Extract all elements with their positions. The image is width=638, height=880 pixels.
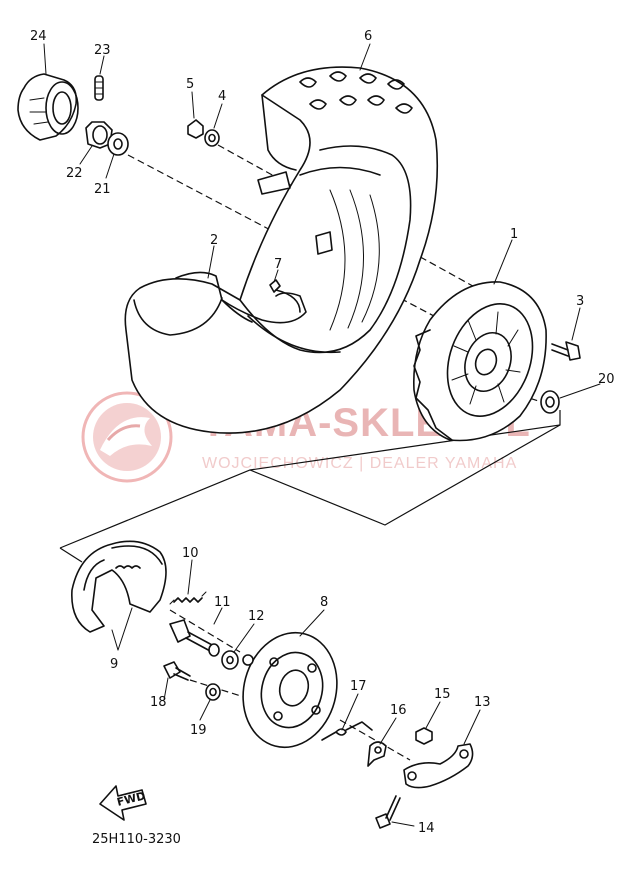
callout-14: 14 (418, 821, 435, 836)
bracket-line-left (59, 547, 83, 563)
callout-20: 20 (598, 372, 615, 387)
brake-spring-part (169, 591, 207, 605)
cam-washer-part (221, 650, 239, 670)
callout-19: 19 (190, 723, 207, 738)
callout-15: 15 (434, 687, 451, 702)
hub-cap-part (17, 73, 79, 141)
callout-7: 7 (274, 257, 282, 272)
washer-part (107, 132, 129, 156)
brake-lever-part (403, 743, 474, 789)
callout-17: 17 (350, 679, 367, 694)
callout-12: 12 (248, 609, 265, 624)
callout-24: 24 (30, 29, 47, 44)
bracket-line-right (249, 424, 561, 526)
panel-washer-part (205, 683, 221, 701)
tire-part (124, 66, 439, 434)
callout-6: 6 (364, 29, 372, 44)
callout-9: 9 (110, 657, 118, 672)
brake-shoe-part (71, 540, 167, 633)
callout-18: 18 (150, 695, 167, 710)
indicator-plate-part (367, 741, 387, 767)
callout-labels: 24 23 22 21 5 4 6 2 7 1 3 20 10 9 11 12 … (30, 29, 615, 836)
callout-21: 21 (94, 182, 111, 197)
callout-2: 2 (210, 233, 218, 248)
cotter-pin-part (94, 75, 104, 101)
lever-bolt-part (375, 795, 401, 829)
hub-bolt-part (551, 341, 581, 361)
callout-22: 22 (66, 166, 83, 181)
callout-5: 5 (186, 77, 194, 92)
bracket-line-top (59, 410, 561, 549)
callout-11: 11 (214, 595, 231, 610)
panel-bolt-part (163, 661, 191, 681)
callout-16: 16 (390, 703, 407, 718)
part-code: 25H110-3230 (92, 832, 181, 847)
leader-lines (43, 43, 601, 827)
watermark-subtitle: WOJCIECHOWICZ | DEALER YAMAHA (202, 455, 517, 472)
oil-seal-part (540, 390, 560, 414)
callout-3: 3 (576, 294, 584, 309)
forward-arrow-icon: FWD (99, 785, 147, 821)
brake-panel-part (242, 631, 338, 749)
callout-8: 8 (320, 595, 328, 610)
callout-23: 23 (94, 43, 111, 58)
lever-nut-part (415, 727, 433, 745)
brake-cam-part (169, 619, 220, 657)
callout-4: 4 (218, 89, 226, 104)
callout-10: 10 (182, 546, 199, 561)
callout-1: 1 (510, 227, 518, 242)
valve-stem-detail (257, 171, 291, 195)
return-spring-part (321, 721, 373, 741)
valve-nut-part (187, 119, 204, 139)
callout-13: 13 (474, 695, 491, 710)
wheel-hub-part (413, 281, 547, 442)
inner-tube-part (175, 271, 307, 324)
valve-washer-part (204, 129, 220, 147)
brake-guide-line (169, 609, 241, 653)
watermark-logo (81, 391, 173, 483)
